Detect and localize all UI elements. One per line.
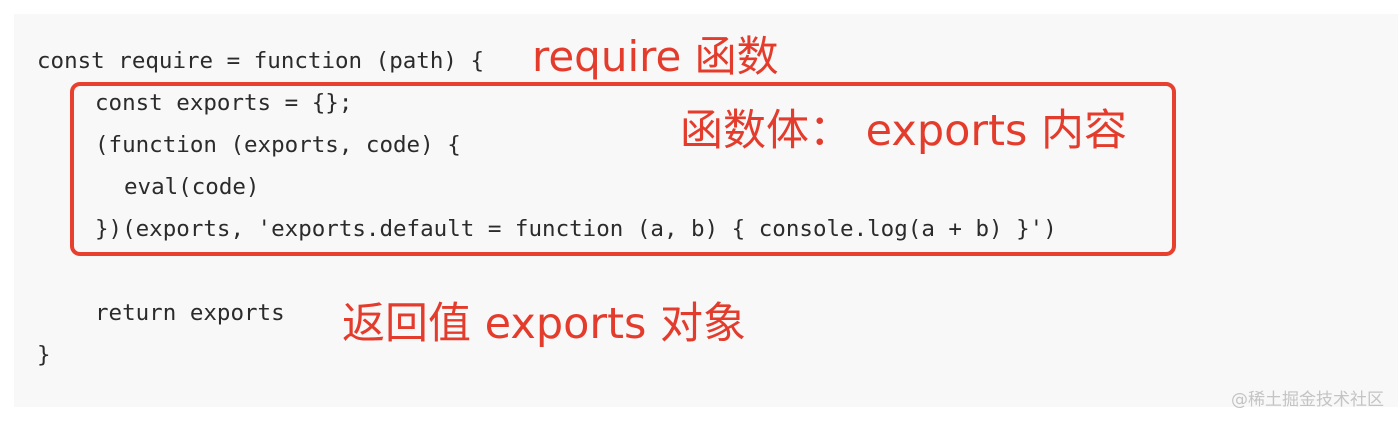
watermark: @稀土掘金技术社区	[1231, 390, 1384, 410]
code-line-close-brace: }	[37, 342, 51, 368]
code-line-exports-init: const exports = {};	[95, 90, 353, 116]
code-line-require-declaration: const require = function (path) {	[37, 48, 485, 74]
code-line-iife-open: (function (exports, code) {	[95, 132, 461, 158]
annotation-require-function: require 函数	[532, 32, 779, 81]
function-body-highlight-box	[70, 82, 1176, 256]
annotation-return-value: 返回值 exports 对象	[342, 299, 747, 349]
code-line-eval: eval(code)	[124, 174, 260, 200]
code-block	[14, 14, 1398, 407]
annotation-function-body: 函数体： exports 内容	[680, 106, 1128, 156]
code-line-iife-call: })(exports, 'exports.default = function …	[95, 216, 1057, 242]
code-line-return: return exports	[95, 300, 285, 326]
